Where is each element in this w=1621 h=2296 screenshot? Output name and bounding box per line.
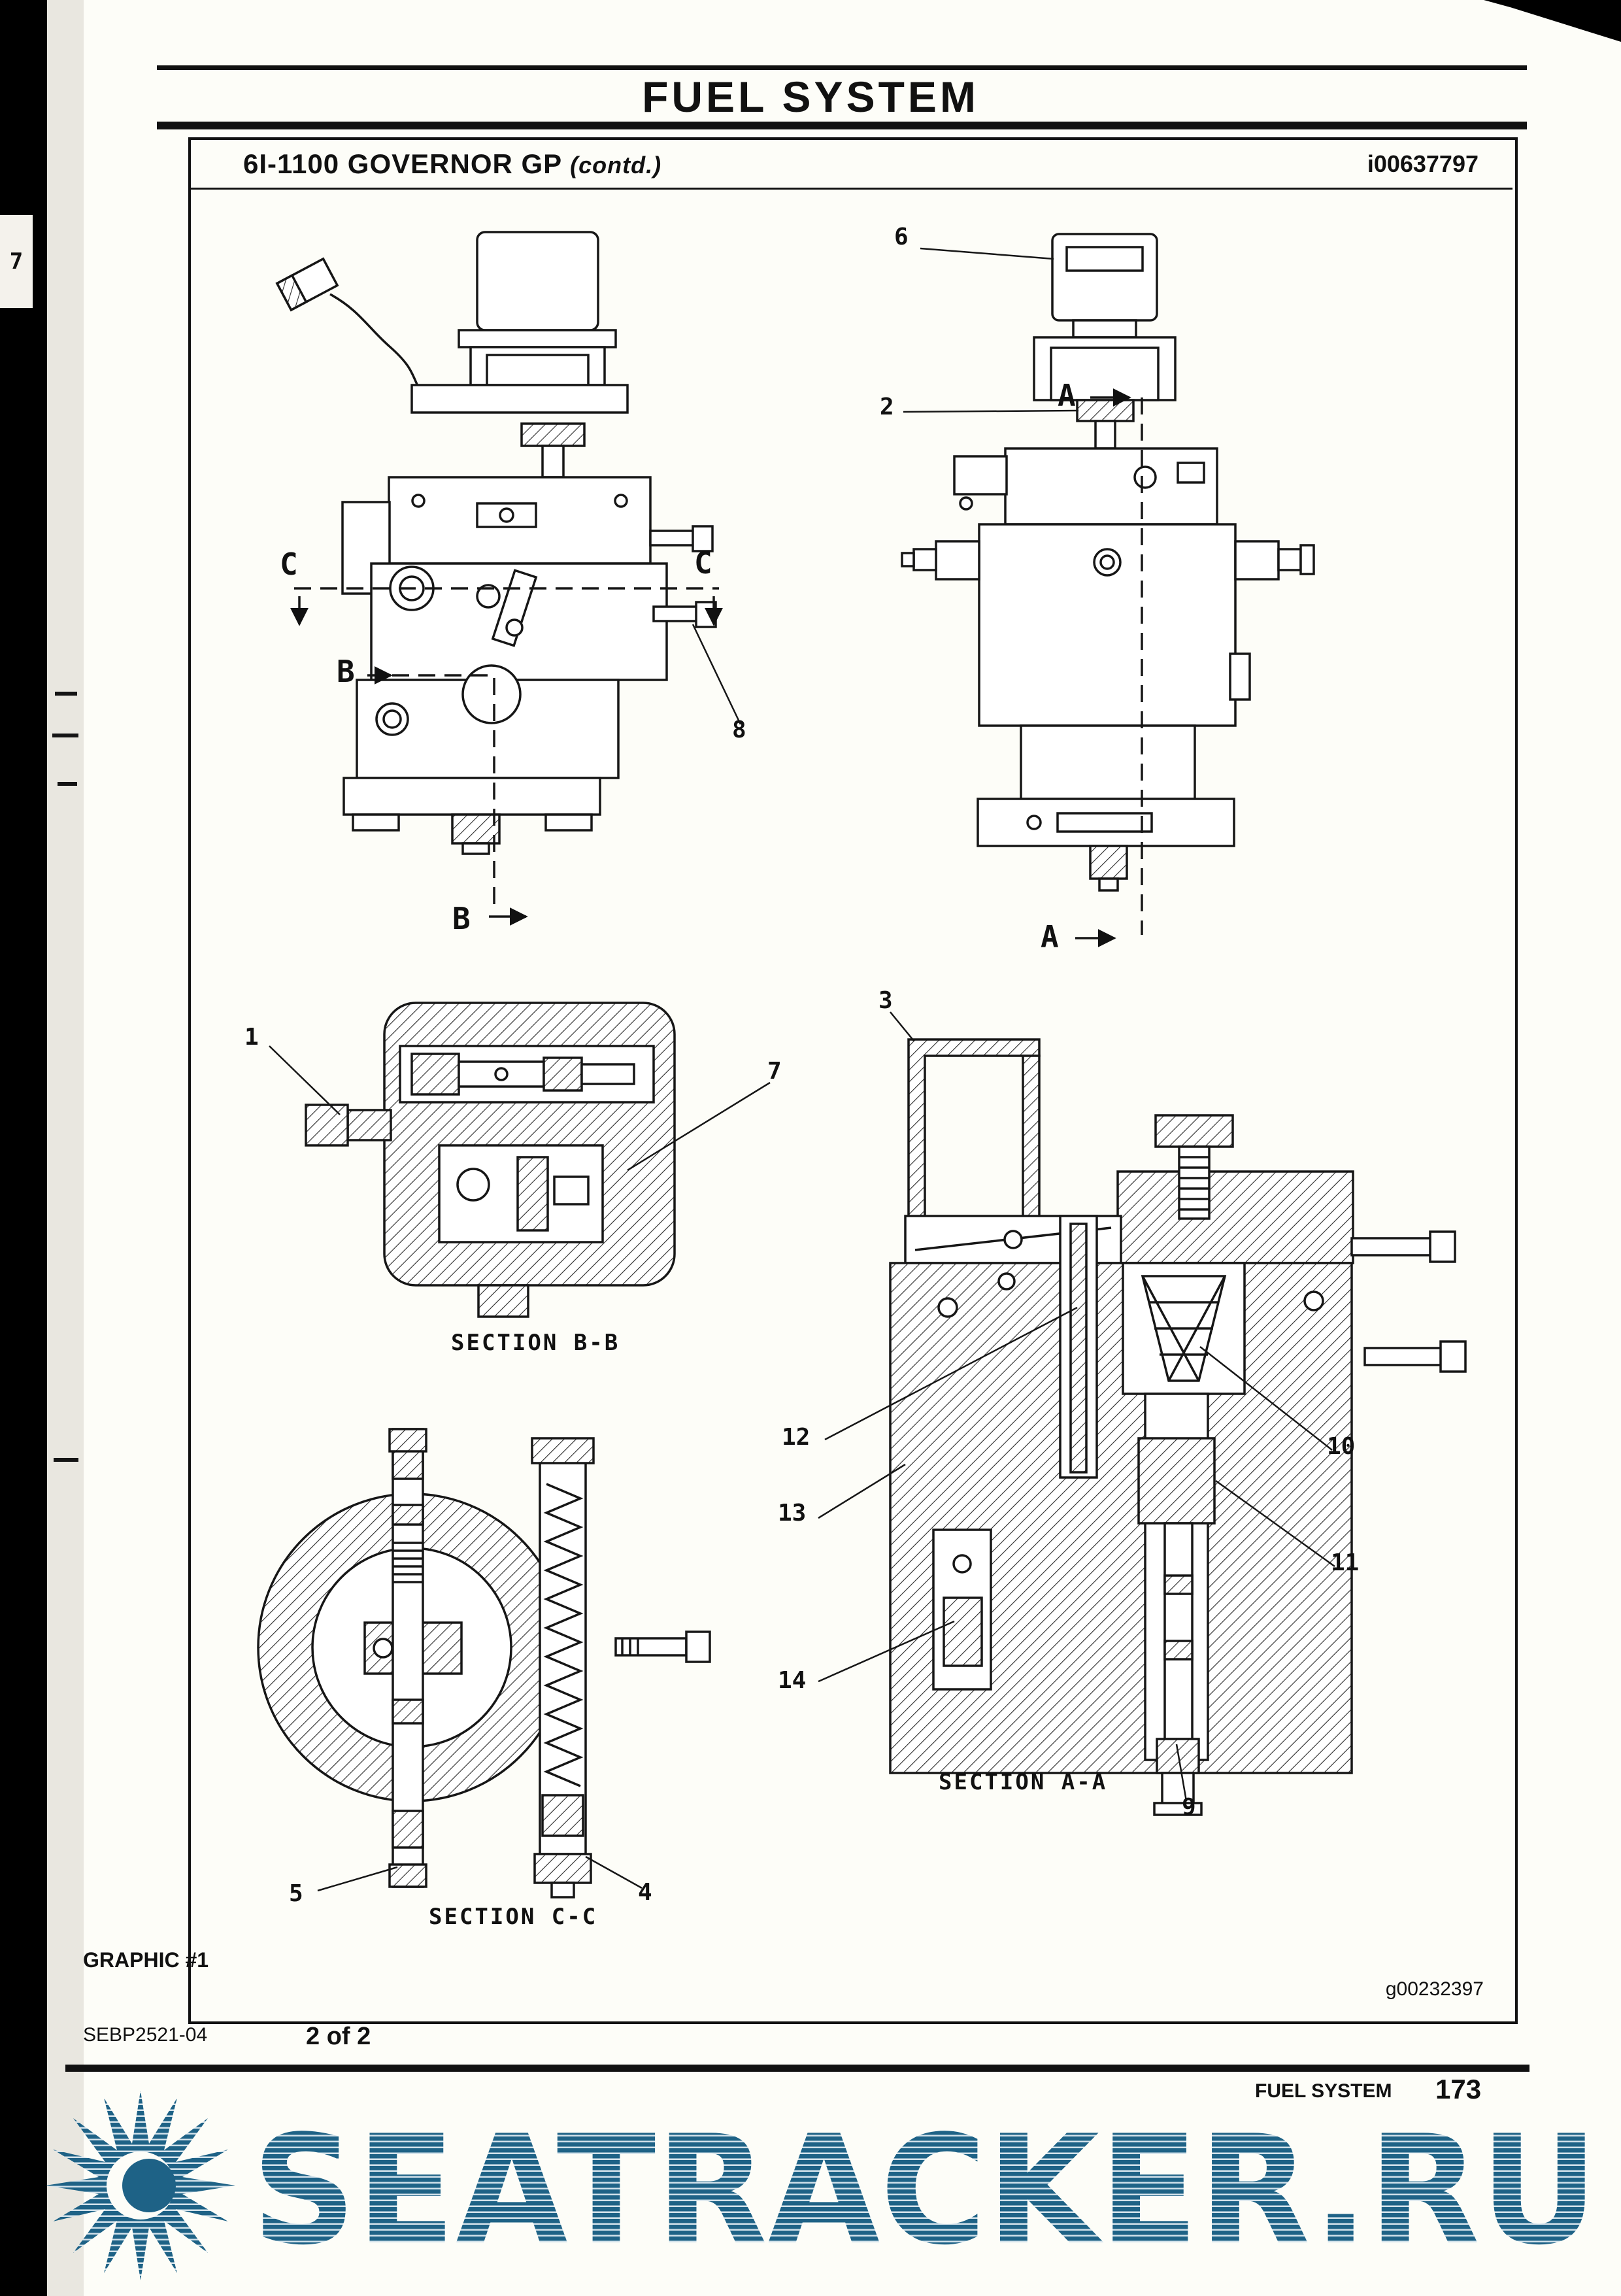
cut-letter-b-upper: B (337, 654, 355, 689)
leader-11 (1215, 1479, 1335, 1568)
leader-10 (1199, 1346, 1333, 1451)
footer-title: FUEL SYSTEM (1255, 2080, 1392, 2102)
cut-letter-c-right: C (694, 545, 712, 581)
callout-5: 5 (289, 1880, 303, 1907)
leader-14 (818, 1620, 955, 1683)
cut-letter-a-lower: A (1041, 919, 1059, 954)
page-edge-mark (52, 734, 78, 737)
cut-letter-c-left: C (280, 547, 298, 582)
callout-11: 11 (1331, 1549, 1360, 1576)
page-header-title: FUEL SYSTEM (642, 73, 979, 121)
view-section-cc (257, 1428, 711, 1899)
page-edge-mark (58, 782, 77, 786)
leader-3 (890, 1011, 914, 1041)
section-label-cc: SECTION C-C (429, 1904, 598, 1930)
section-title-row: 6I-1100 GOVERNOR GP (contd.) i00637797 (191, 140, 1512, 190)
callout-10: 10 (1327, 1433, 1356, 1460)
footer-rule (65, 2065, 1529, 2072)
view-side (275, 231, 742, 926)
callout-13: 13 (778, 1500, 807, 1527)
book-page-edge (47, 0, 84, 2296)
leader-8 (692, 624, 742, 725)
leader-5 (317, 1866, 398, 1892)
view-front (901, 233, 1315, 947)
callout-4: 4 (638, 1879, 652, 1906)
leader-1 (269, 1045, 341, 1115)
page-edge-mark (55, 692, 77, 696)
leader-13 (818, 1463, 906, 1519)
leader-4 (585, 1855, 643, 1889)
callout-7: 7 (767, 1058, 782, 1085)
leader-6 (920, 247, 1054, 260)
cut-line-b (392, 674, 495, 909)
view-section-bb (269, 1002, 771, 1318)
section-label-bb: SECTION B-B (451, 1330, 620, 1356)
sun-logo-icon (46, 2091, 235, 2280)
leader-7 (627, 1081, 771, 1172)
callout-1: 1 (244, 1024, 259, 1051)
watermark: SEATRACKER.RU (46, 2091, 1598, 2280)
cut-letter-a-upper: A (1058, 378, 1076, 413)
cut-letter-b-lower: B (452, 901, 471, 936)
view-section-aa (818, 1011, 1467, 1816)
manual-page (84, 0, 1621, 2296)
section-title-text: 6I-1100 GOVERNOR GP (243, 148, 562, 179)
section-title-suffix: (contd.) (570, 151, 662, 178)
callout-6: 6 (894, 224, 909, 250)
callout-12: 12 (782, 1424, 811, 1451)
edge-tab: 7 (0, 215, 33, 308)
callout-8: 8 (732, 717, 746, 743)
callout-14: 14 (778, 1667, 807, 1694)
graphic-label: GRAPHIC #1 (83, 1948, 209, 1972)
governor-diagram (257, 231, 1467, 1899)
callout-2: 2 (880, 394, 894, 420)
section-title: 6I-1100 GOVERNOR GP (contd.) (243, 148, 661, 180)
edge-tab-number: 7 (9, 248, 24, 275)
manual-code: SEBP2521-04 (83, 2024, 208, 2046)
graphic-frame (188, 137, 1518, 2024)
graphic-id: g00232397 (1385, 1978, 1484, 2000)
watermark-text: SEATRACKER.RU (252, 2104, 1598, 2278)
leader-9 (1175, 1744, 1188, 1802)
section-label-aa: SECTION A-A (939, 1769, 1108, 1795)
callout-9: 9 (1182, 1794, 1196, 1821)
page-edge-mark (54, 1458, 78, 1462)
header-rule-bottom (157, 122, 1527, 129)
doc-id: i00637797 (1367, 150, 1479, 177)
leader-12 (824, 1306, 1078, 1441)
sheet-count: 2 of 2 (306, 2023, 371, 2050)
header-rule-top (157, 65, 1527, 70)
callout-3: 3 (878, 987, 893, 1014)
footer-page-number: 173 (1435, 2074, 1482, 2104)
leader-2 (903, 409, 1079, 413)
